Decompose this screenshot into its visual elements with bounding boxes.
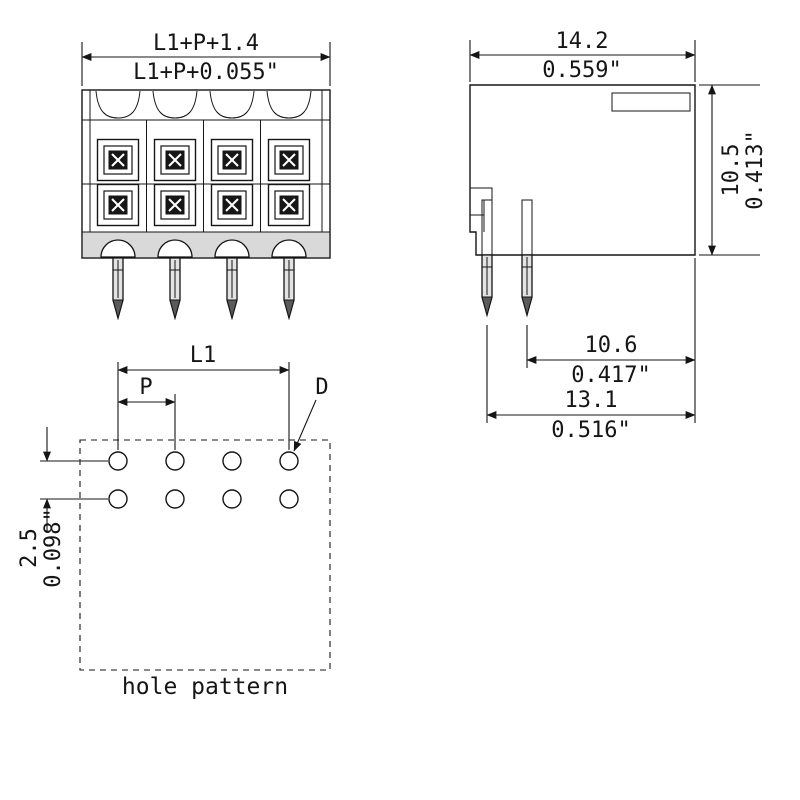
hole-row-pitch-mm: 2.5 [17, 528, 42, 568]
side-overall-dimension: 13.1 0.516" [486, 325, 696, 443]
side-keying-slot [611, 92, 691, 112]
front-top-dimension: L1+P+1.4 L1+P+0.055" [81, 31, 331, 86]
hole-p-dimension: P [117, 375, 176, 450]
side-pin-edge-inch: 0.417" [571, 363, 650, 388]
side-view: 14.2 0.559" 10.5 0.413" [469, 29, 768, 443]
hole-d-label: D [315, 375, 328, 400]
front-width-inch: L1+P+0.055" [133, 60, 279, 85]
hole-l1-dimension: L1 [117, 343, 290, 450]
hole-p-label: P [139, 375, 152, 400]
side-width-inch: 0.559" [542, 58, 621, 83]
side-pin-edge-dimension: 10.6 0.417" [526, 258, 696, 423]
side-height-dimension: 10.5 0.413" [699, 84, 768, 256]
hole-pattern-holes [108, 451, 299, 509]
hole-row-pitch-inch: 0.098" [41, 508, 66, 587]
side-top-dimension: 14.2 0.559" [469, 29, 696, 83]
side-width-mm: 14.2 [556, 29, 609, 54]
front-bottom-band [82, 231, 330, 258]
side-pins [481, 254, 533, 316]
hole-l1-label: L1 [190, 343, 217, 368]
front-width-mm: L1+P+1.4 [153, 31, 259, 56]
hole-d-callout: D [293, 375, 329, 452]
side-overall-mm: 13.1 [565, 388, 618, 413]
side-pin-edge-mm: 10.6 [585, 333, 638, 358]
side-height-inch: 0.413" [743, 130, 768, 209]
hole-pattern-caption: hole pattern [122, 674, 288, 700]
side-height-mm: 10.5 [719, 144, 744, 197]
front-top-funnels [95, 90, 312, 119]
hole-pattern: L1 P D 2.5 0.098" hole pattern [17, 343, 331, 700]
hole-pattern-board-outline [79, 439, 331, 671]
front-view: L1+P+1.4 L1+P+0.055" [81, 31, 331, 319]
side-overall-inch: 0.516" [551, 418, 630, 443]
front-pins [112, 257, 295, 319]
front-housing [81, 89, 331, 259]
hole-row-pitch-dimension: 2.5 0.098" [17, 427, 108, 588]
side-housing [469, 84, 696, 256]
